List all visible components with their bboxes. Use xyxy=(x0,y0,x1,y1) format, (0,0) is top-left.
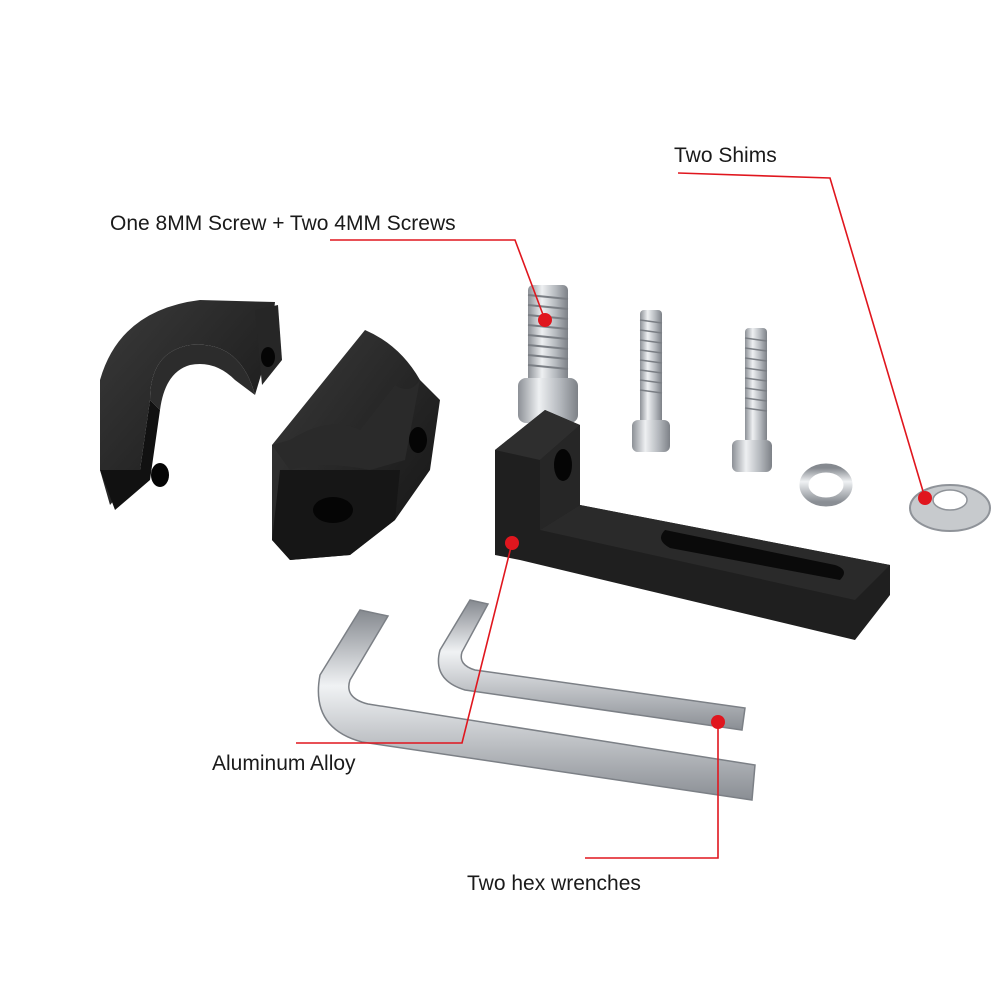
screw-4mm-2 xyxy=(732,328,772,472)
clamp-half-right xyxy=(272,330,440,560)
clamp-half-left xyxy=(100,300,282,510)
callout-wrenches xyxy=(585,722,719,859)
callout-dot-screws xyxy=(538,313,552,327)
screw-4mm-1 xyxy=(632,310,670,452)
hex-wrench-large xyxy=(317,609,756,801)
callout-dot-wrenches xyxy=(711,715,725,729)
hex-wrench-small xyxy=(437,599,746,731)
callout-dot-shims xyxy=(918,491,932,505)
label-alloy: Aluminum Alloy xyxy=(212,752,356,775)
label-shims: Two Shims xyxy=(674,144,777,167)
label-screws: One 8MM Screw + Two 4MM Screws xyxy=(110,212,456,235)
lock-washer xyxy=(799,463,853,507)
callout-alloy xyxy=(296,542,513,744)
callout-dot-alloy xyxy=(505,536,519,550)
callout-screws xyxy=(330,239,546,321)
callout-shims xyxy=(677,172,926,499)
screw-8mm xyxy=(518,285,578,423)
l-bracket xyxy=(495,410,890,640)
label-wrenches: Two hex wrenches xyxy=(467,872,641,895)
